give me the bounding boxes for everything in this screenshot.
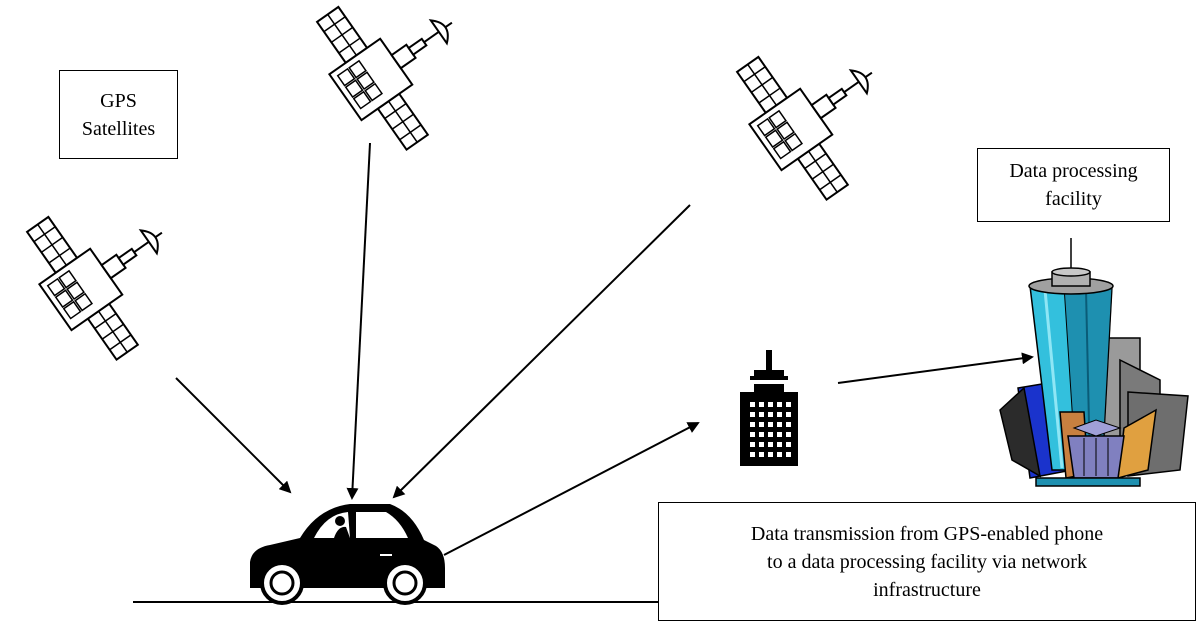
car-icon [250,504,445,605]
gps-satellites-label-line-2: Satellites [81,117,156,140]
arrow-satellite-right-to-car [392,204,691,499]
transmission-label-line-1: Data transmission from GPS-enabled phone [750,522,1104,545]
facility-label-line-1: Data processing [1009,160,1138,182]
facility-label-line-2: facility [1045,188,1102,210]
satellite-icon-left [9,167,208,373]
arrow-car-to-tower [443,422,700,556]
arrow-tower-to-facility [837,352,1034,384]
arrow-satellite-center-to-car [346,142,371,500]
network-tower-icon [740,350,798,466]
transmission-label-line-2: to a data processing facility via networ… [767,550,1087,573]
transmission-label-line-3: infrastructure [873,578,981,601]
data-transmission-label-box: Data transmission from GPS-enabled phone… [658,502,1196,621]
gps-satellites-label-box: GPS Satellites [59,70,178,159]
facility-buildings-icon [999,238,1189,487]
gps-satellites-label-line-1: GPS [100,89,137,112]
arrow-satellite-left-to-car [175,377,292,494]
satellite-icon-center [299,0,498,163]
data-processing-facility-label-box: Data processing facility [977,148,1170,222]
satellite-icon-right [719,7,918,213]
